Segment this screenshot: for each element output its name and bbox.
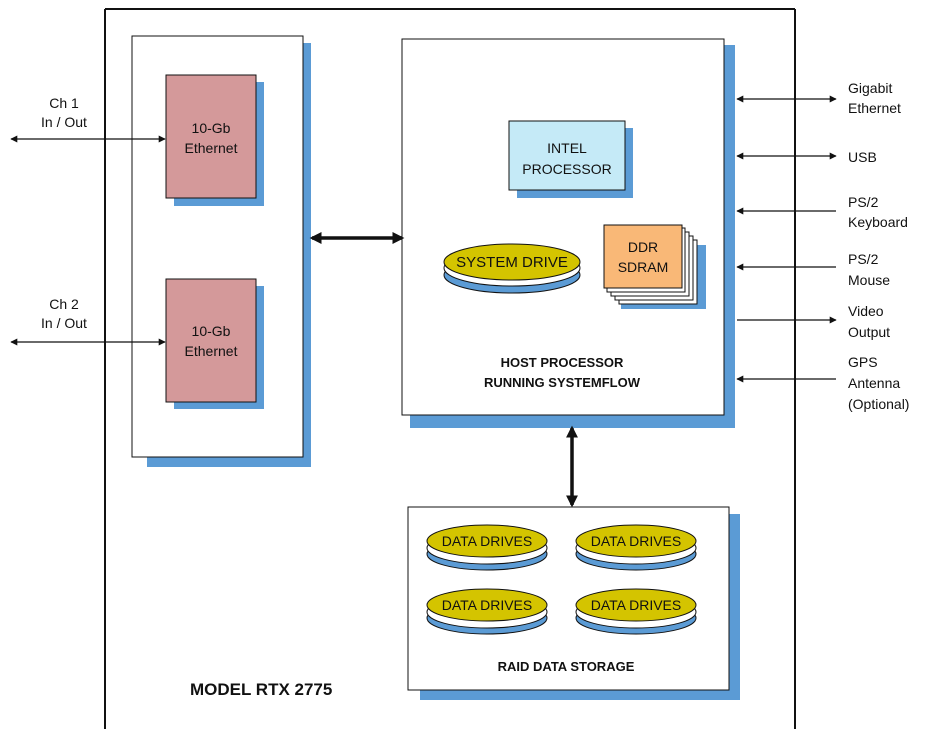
ch1-label-line1: Ch 1 (49, 95, 79, 111)
gps-label-line1: GPS (848, 354, 878, 370)
gps-label-line2: Antenna (848, 375, 900, 391)
nic-card-2: 10-Gb Ethernet (165, 278, 264, 409)
gigabit-label-line2: Ethernet (848, 100, 901, 116)
data-drive-1: DATA DRIVES (426, 524, 548, 571)
ddr-line1: DDR (628, 239, 658, 255)
data-drive-3: DATA DRIVES (426, 588, 548, 635)
system-drive-label: SYSTEM DRIVE (456, 254, 568, 271)
ch1-label-line2: In / Out (41, 114, 87, 130)
usb-label: USB (848, 149, 877, 165)
keyboard-label-line1: PS/2 (848, 194, 879, 210)
nic-card-2-line2: Ethernet (185, 343, 238, 359)
host-caption-line1: HOST PROCESSOR (501, 355, 624, 370)
host-caption-line2: RUNNING SYSTEMFLOW (484, 375, 641, 390)
data-drive-2-label: DATA DRIVES (591, 533, 682, 549)
ch2-label-line1: Ch 2 (49, 296, 79, 312)
system-drive: SYSTEM DRIVE (443, 243, 581, 294)
mouse-label-line1: PS/2 (848, 251, 879, 267)
data-drive-1-label: DATA DRIVES (442, 533, 533, 549)
raid-caption: RAID DATA STORAGE (498, 659, 635, 674)
gigabit-label-line1: Gigabit (848, 80, 892, 96)
ddr-line2: SDRAM (618, 259, 669, 275)
data-drive-4-label: DATA DRIVES (591, 597, 682, 613)
ch2-label-line2: In / Out (41, 315, 87, 331)
video-label-line2: Output (848, 324, 890, 340)
intel-processor: INTEL PROCESSOR (508, 120, 633, 198)
ddr-sdram: DDR SDRAM (603, 224, 706, 309)
model-label: MODEL RTX 2775 (190, 680, 332, 699)
nic-card-1-line2: Ethernet (185, 140, 238, 156)
gps-label-line3: (Optional) (848, 396, 909, 412)
data-drive-3-label: DATA DRIVES (442, 597, 533, 613)
video-label-line1: Video (848, 303, 884, 319)
left-port-ch2: Ch 2 In / Out (10, 296, 166, 346)
nic-card-2-line1: 10-Gb (192, 323, 231, 339)
data-drive-4: DATA DRIVES (575, 588, 697, 635)
right-port-labels: Gigabit Ethernet USB PS/2 Keyboard PS/2 … (848, 80, 909, 412)
keyboard-label-line2: Keyboard (848, 214, 908, 230)
intel-line2: PROCESSOR (522, 161, 611, 177)
mouse-label-line2: Mouse (848, 272, 890, 288)
right-port-arrows (736, 95, 837, 383)
left-port-ch1: Ch 1 In / Out (10, 95, 166, 143)
chassis-outline (104, 8, 796, 729)
nic-card-1-line1: 10-Gb (192, 120, 231, 136)
intel-line1: INTEL (547, 140, 587, 156)
data-drive-2: DATA DRIVES (575, 524, 697, 571)
nic-card-1: 10-Gb Ethernet (165, 74, 264, 206)
